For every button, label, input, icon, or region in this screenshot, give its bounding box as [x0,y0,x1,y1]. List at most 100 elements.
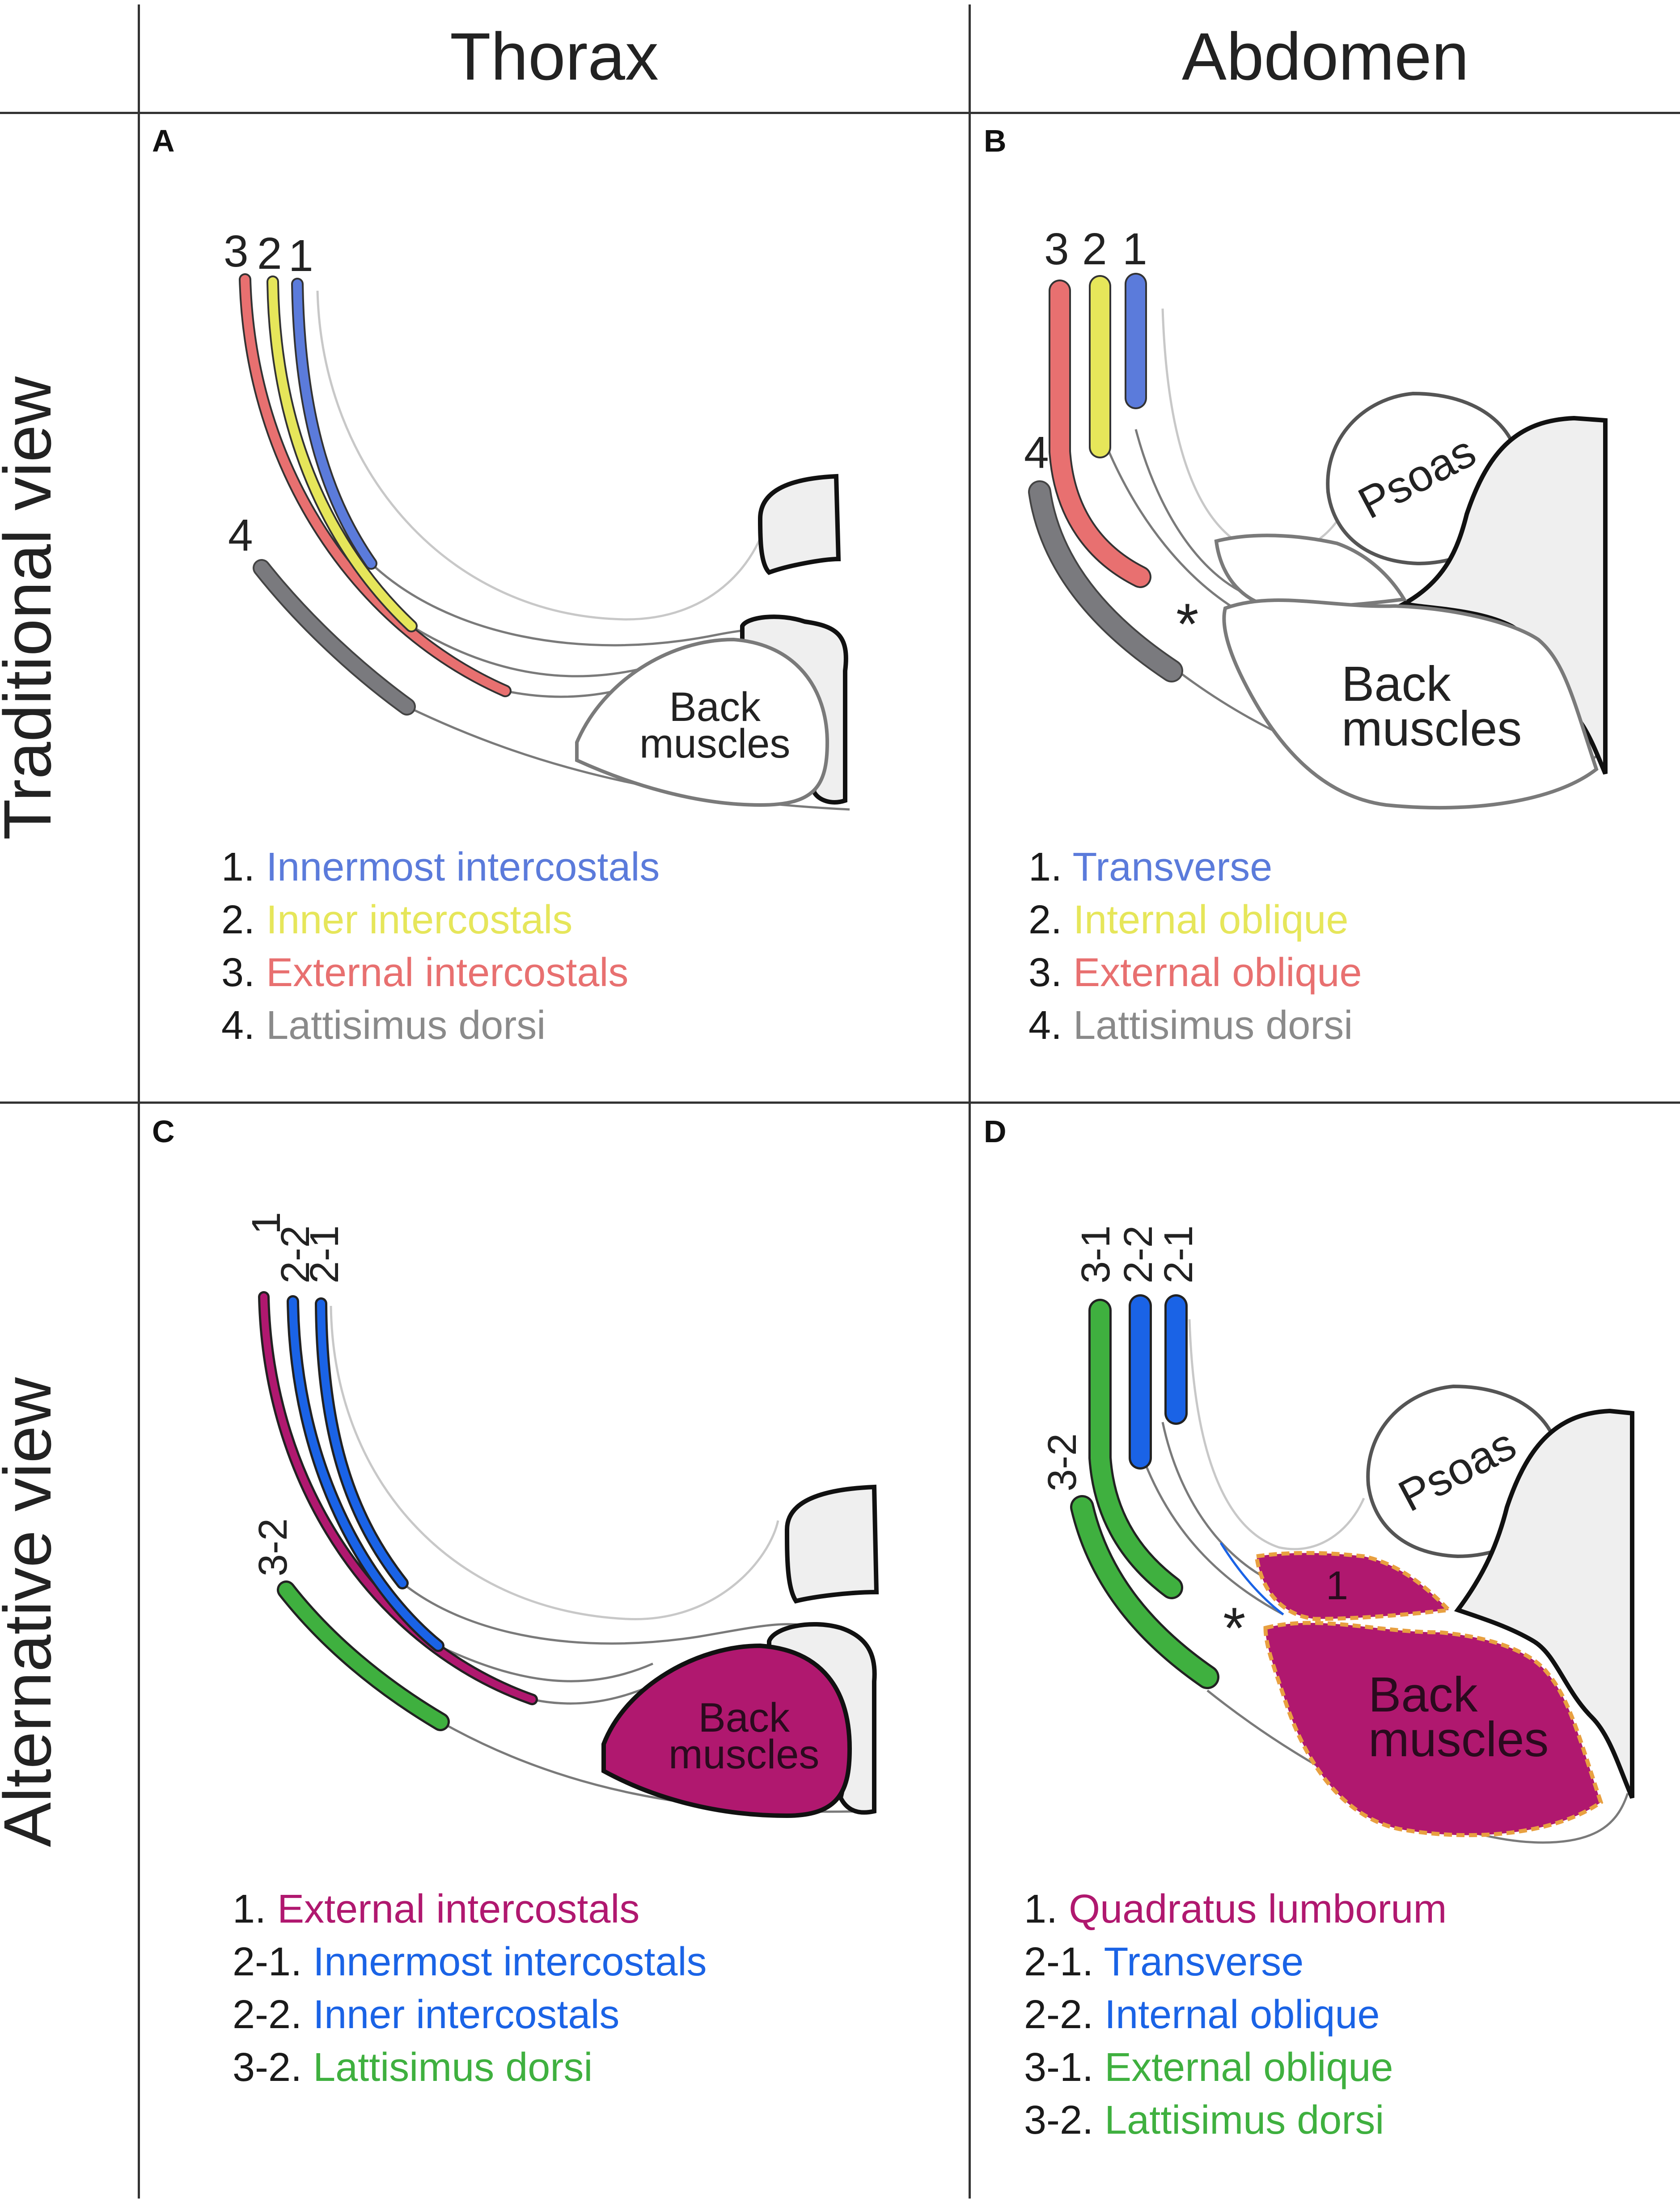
panel-d-number-22: 2-2 [1116,1225,1161,1284]
panel-a-number-2: 2 [257,229,282,279]
panel-b-number-3: 3 [1044,224,1069,274]
panel-b-middle-piece [1214,534,1407,610]
panel-d-back-muscles-label: Back muscles [1368,1670,1549,1764]
panel-b-number-1: 1 [1122,224,1147,274]
panel-b-number-2: 2 [1082,224,1107,274]
legend-text: Quadratus lumborum [1069,1887,1447,1932]
legend-text: Innermost intercostals [313,1940,707,1984]
panel-d-back-label-line1: Back [1368,1667,1478,1722]
legend-item: 1. External intercostals [233,1887,640,1932]
column-header-abdomen: Abdomen [1181,19,1469,94]
panel-b-back-muscles [1222,598,1599,810]
panel-b-number-4: 4 [1024,428,1049,478]
panel-d-number-21: 2-1 [1156,1225,1201,1284]
panel-a-muscle-1-innermost-fill [293,280,376,568]
legend-item: 2-1. Innermost intercostals [233,1940,707,1984]
panel-c-back-label-line2: muscles [669,1732,820,1777]
panel-d-connector-2 [1143,1462,1284,1616]
panel-d-back-muscles [1263,1621,1604,1837]
panel-b-legend: 1. Transverse 2. Internal oblique 3. Ext… [1028,841,1362,1052]
panel-d-number-32: 3-2 [1040,1433,1085,1491]
panel-a-muscle-2-inner-fill [268,277,416,631]
legend-item: 2-1. Transverse [1024,1940,1304,1984]
panel-letter-a: A [152,123,175,158]
panel-d-back-label-line2: muscles [1368,1712,1549,1767]
legend-item: 1. Innermost intercostals [221,845,660,890]
panel-a-inner-line [316,290,770,621]
panel-c-back-label-line1: Back [698,1695,790,1741]
panel-c-back-muscles-label: Back muscles [669,1697,819,1775]
legend-item: 3-2. Lattisimus dorsi [233,2045,593,2090]
panel-b-back-label-line1: Back [1341,657,1451,712]
legend-text: Internal oblique [1073,898,1349,942]
panel-d-legend: 1. Quadratus lumborum 2-1. Transverse 2-… [1024,1883,1447,2147]
panel-c-inner-line [330,1305,779,1620]
legend-item: 2. Internal oblique [1028,898,1349,942]
panel-a-number-4: 4 [228,510,253,560]
panel-a-muscle-4-latissimus-fill [254,561,414,714]
panel-a-bone-transverse [757,474,841,575]
panel-d-number-31: 3-1 [1074,1225,1118,1284]
panel-a-back-label-line1: Back [669,684,761,730]
legend-text: External oblique [1104,2045,1393,2090]
panel-letter-c: C [152,1114,175,1149]
panel-d-inner-line [1188,1319,1365,1551]
panel-d-muscle-31-external-fill [1091,1301,1181,1597]
legend-text: Transverse [1104,1940,1304,1984]
legend-text: Lattisimus dorsi [1104,2098,1384,2143]
panel-c-connector-1 [402,1582,814,1645]
legend-text: Internal oblique [1104,1992,1380,2037]
panel-c-back-muscles [601,1643,852,1818]
panel-b-asterisk: * [1176,591,1199,657]
panel-c-muscle-1-external-fill [260,1293,536,1703]
legend-text: Innermost intercostals [266,845,660,890]
panel-b-muscle-4-latissimus-fill [1030,482,1181,681]
legend-item: 3-1. External oblique [1024,2045,1393,2090]
legend-item: 3. External oblique [1028,950,1362,995]
panel-a-back-muscles [575,637,829,807]
panel-a-number-1: 1 [288,231,313,281]
panel-a-legend: 1. Innermost intercostals 2. Inner inter… [221,841,660,1052]
legend-item: 3-2. Lattisimus dorsi [1024,2098,1384,2143]
panel-c-muscle-32-latissimus-fill [279,1583,448,1729]
legend-item: 4. Lattisimus dorsi [221,1003,546,1048]
panel-a-number-3: 3 [224,226,249,276]
legend-item: 1. Transverse [1028,845,1273,890]
panel-c-connector-2 [437,1644,654,1682]
panel-a-muscle-3-external-fill [241,275,510,695]
panel-b-back-muscles-label: Back muscles [1341,660,1522,754]
legend-text: Transverse [1072,845,1273,890]
legend-text: Lattisimus dorsi [313,2045,593,2090]
legend-item: 2. Inner intercostals [221,898,573,942]
legend-text: External intercostals [266,950,629,995]
panel-b-muscle-3-external-fill [1050,281,1150,586]
panel-a-back-muscles-label: Back muscles [639,686,790,764]
panel-letter-d: D [984,1114,1007,1149]
legend-text: Inner intercostals [266,898,573,942]
panel-a-back-label-line2: muscles [639,721,791,767]
legend-item: 2-2. Internal oblique [1024,1992,1380,2037]
legend-text: Inner intercostals [313,1992,620,2037]
legend-item: 3. External intercostals [221,950,629,995]
panel-letter-b: B [984,123,1007,158]
legend-item: 1. Quadratus lumborum [1024,1887,1447,1932]
panel-b-back-label-line2: muscles [1341,701,1522,756]
panel-c-bone-transverse [784,1484,879,1604]
panel-d-vertebra [1454,1408,1634,1799]
legend-item: 2-2. Inner intercostals [233,1992,620,2037]
panel-d-asterisk: * [1223,1595,1246,1661]
panel-d-connector-blue [1219,1542,1284,1615]
panel-b-connector-2 [1108,451,1235,610]
legend-text: Lattisimus dorsi [266,1003,546,1048]
panel-d-muscle-32-latissimus-fill [1072,1497,1217,1687]
panel-c-legend: 1. External intercostals 2-1. Innermost … [233,1883,707,2094]
panel-c-muscle-21-innermost-fill [317,1300,406,1587]
legend-text: External intercostals [277,1887,640,1932]
legend-text: Lattisimus dorsi [1073,1003,1353,1048]
grid-horizontal-header [0,112,1680,114]
